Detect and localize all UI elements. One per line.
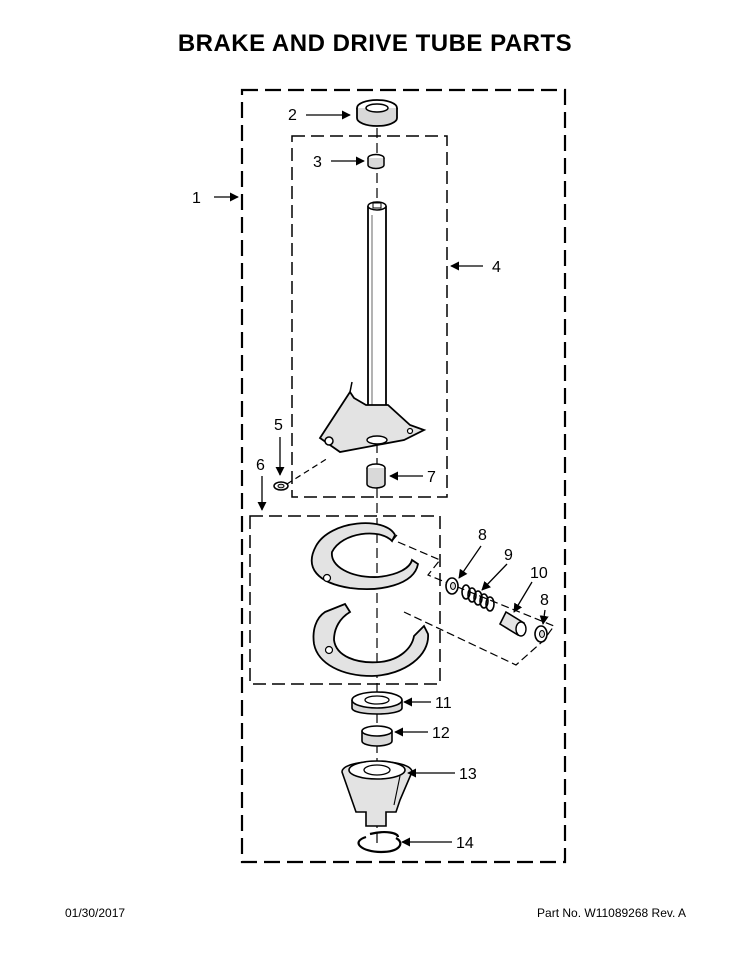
page-title: BRAKE AND DRIVE TUBE PARTS — [177, 30, 573, 57]
brake-shoe-upper — [310, 522, 419, 590]
callout-10: 10 — [530, 565, 548, 582]
spring-leader — [397, 541, 555, 666]
leader-8b — [539, 609, 549, 625]
callout-9: 9 — [504, 547, 513, 564]
brake-group-box — [249, 515, 441, 685]
callout-14: 14 — [456, 835, 474, 852]
hub-part — [351, 691, 403, 715]
screw-leader — [286, 457, 329, 485]
coupler-part — [366, 463, 386, 489]
callout-7: 7 — [427, 469, 436, 486]
leader-8a — [458, 545, 482, 579]
drive-tube-group-box — [291, 135, 448, 498]
brake-shoe-lower — [312, 602, 429, 677]
yoke-part — [341, 760, 413, 827]
spring-part — [461, 584, 495, 612]
callout-13: 13 — [459, 766, 477, 783]
sleeve-part — [498, 610, 527, 637]
footer-part-number: Part No. W11089268 Rev. A — [537, 906, 686, 920]
callout-11: 11 — [435, 695, 452, 712]
leader-10 — [513, 581, 533, 613]
drive-tube-part — [318, 201, 427, 453]
assembly-group-box — [240, 88, 567, 864]
callout-6: 6 — [256, 457, 265, 474]
seal-part — [356, 99, 398, 127]
retaining-ring-part — [357, 831, 402, 854]
callout-1: 1 — [192, 190, 201, 207]
ring-part — [361, 725, 393, 747]
spring-washer-left — [445, 577, 459, 595]
callout-12: 12 — [432, 725, 450, 742]
bushing-part — [367, 153, 385, 170]
callout-3: 3 — [313, 154, 322, 171]
callout-4: 4 — [492, 259, 501, 276]
spring-washer-right — [534, 625, 548, 643]
leader-9 — [481, 563, 508, 591]
washer-part — [273, 481, 289, 491]
callout-8a: 8 — [478, 527, 487, 544]
callout-2: 2 — [288, 107, 297, 124]
callout-8b: 8 — [540, 592, 549, 609]
footer-date: 01/30/2017 — [65, 906, 126, 920]
callout-5: 5 — [274, 417, 283, 434]
